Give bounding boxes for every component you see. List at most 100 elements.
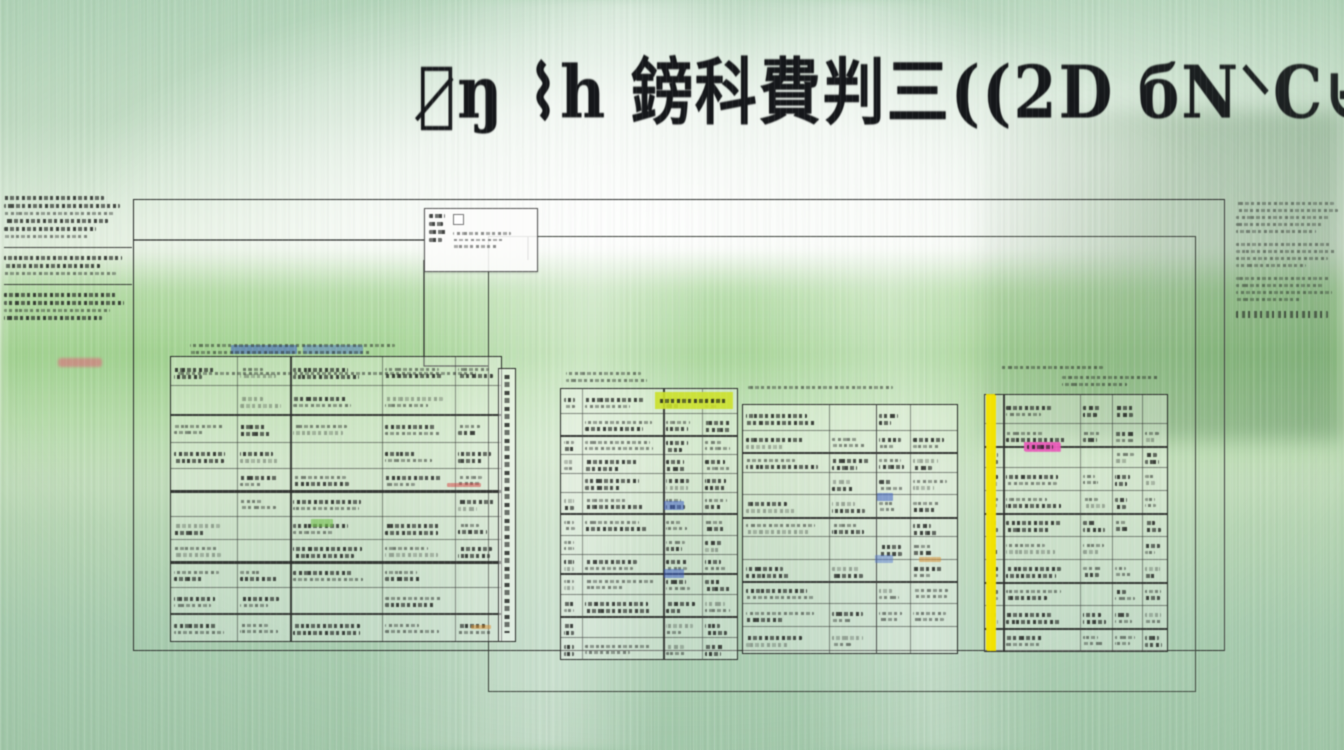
table-cell[interactable] <box>1006 636 1076 649</box>
table-cell[interactable] <box>666 479 699 493</box>
table-cell[interactable] <box>458 500 498 514</box>
table-cell[interactable] <box>705 541 734 555</box>
table-cell[interactable] <box>746 438 826 452</box>
table-cell[interactable] <box>385 571 452 584</box>
table-cell[interactable] <box>458 524 498 537</box>
table-cell[interactable] <box>385 624 452 636</box>
table-cell[interactable] <box>1006 544 1076 557</box>
table-cell[interactable] <box>879 502 907 514</box>
table-cell[interactable] <box>1145 475 1164 488</box>
table-cell[interactable] <box>1115 475 1138 489</box>
table-cell[interactable] <box>705 460 734 473</box>
table-cell[interactable] <box>705 624 734 638</box>
table-cell[interactable] <box>1115 636 1138 648</box>
table-cell[interactable] <box>174 425 234 437</box>
table-cell[interactable] <box>293 425 379 438</box>
table-cell[interactable] <box>705 602 734 615</box>
table-center-detail-table[interactable] <box>560 388 738 660</box>
table-cell[interactable] <box>1083 544 1110 557</box>
table-cell[interactable] <box>666 421 699 434</box>
table-cell[interactable] <box>174 524 234 538</box>
table-cell[interactable] <box>585 602 660 616</box>
table-cell[interactable] <box>705 645 734 659</box>
table-cell[interactable] <box>585 441 660 453</box>
table-cell[interactable] <box>564 624 579 638</box>
table-cell[interactable] <box>1115 432 1138 445</box>
table-cell[interactable] <box>240 476 287 489</box>
table-cell[interactable] <box>585 460 660 474</box>
table-cell[interactable] <box>458 452 498 466</box>
table-cell[interactable] <box>913 480 954 493</box>
table-cell[interactable] <box>913 524 954 538</box>
popup-checkbox[interactable] <box>453 214 464 225</box>
table-cell[interactable] <box>879 612 907 624</box>
table-cell[interactable] <box>913 589 954 601</box>
table-cell[interactable] <box>585 398 660 411</box>
table-cell[interactable] <box>240 597 287 610</box>
table-cell[interactable] <box>832 459 873 473</box>
table-cell[interactable] <box>705 521 734 534</box>
table-cell[interactable] <box>1115 498 1138 512</box>
table-cell[interactable] <box>240 425 287 439</box>
table-cell[interactable] <box>564 541 579 553</box>
table-cell[interactable] <box>174 452 234 466</box>
table-cell[interactable] <box>879 459 907 472</box>
table-cell[interactable] <box>1145 521 1164 535</box>
table-cell[interactable] <box>585 580 660 592</box>
table-cell[interactable] <box>705 580 734 594</box>
table-cell[interactable] <box>1145 590 1164 603</box>
table-cell[interactable] <box>705 499 734 512</box>
table-cell[interactable] <box>458 547 498 561</box>
table-cell[interactable] <box>293 500 379 513</box>
table-cell[interactable] <box>564 602 579 615</box>
table-cell[interactable] <box>705 441 734 453</box>
table-cell[interactable] <box>240 624 287 636</box>
table-cell[interactable] <box>1145 613 1164 626</box>
table-cell[interactable] <box>564 460 579 473</box>
table-cell[interactable] <box>879 438 907 451</box>
table-cell[interactable] <box>1083 636 1110 648</box>
table-cell[interactable] <box>1115 567 1138 579</box>
table-cell[interactable] <box>240 452 287 466</box>
table-cell[interactable] <box>385 397 452 410</box>
table-cell[interactable] <box>385 597 452 610</box>
table-cell[interactable] <box>832 502 873 516</box>
table-cell[interactable] <box>385 524 452 538</box>
table-cell[interactable] <box>174 571 234 584</box>
table-right-summary-table[interactable] <box>984 394 1168 652</box>
table-cell[interactable] <box>1145 432 1164 445</box>
table-cell[interactable] <box>240 397 287 411</box>
table-cell[interactable] <box>174 624 234 637</box>
table-cell[interactable] <box>1083 521 1110 535</box>
table-cell[interactable] <box>1115 521 1138 534</box>
table-cell[interactable] <box>666 645 699 658</box>
table-cell[interactable] <box>293 476 379 489</box>
table-cell[interactable] <box>832 524 873 537</box>
table-cell[interactable] <box>879 480 907 493</box>
table-cell[interactable] <box>585 521 660 534</box>
table-cell[interactable] <box>564 499 579 513</box>
table-cell[interactable] <box>746 636 826 650</box>
table-cell[interactable] <box>585 479 660 493</box>
table-cell[interactable] <box>293 624 379 638</box>
table-cell[interactable] <box>1083 613 1110 627</box>
table-cell[interactable] <box>1006 475 1076 488</box>
table-cell[interactable] <box>585 645 660 657</box>
table-cell[interactable] <box>879 414 907 428</box>
table-cell[interactable] <box>913 545 954 558</box>
table-cell[interactable] <box>564 398 579 411</box>
table-cell[interactable] <box>746 612 826 625</box>
table-cell[interactable] <box>1006 613 1076 627</box>
table-cell[interactable] <box>293 547 379 561</box>
table-cell[interactable] <box>832 636 873 649</box>
table-cell[interactable] <box>1083 432 1110 445</box>
table-cell[interactable] <box>1145 636 1164 650</box>
table-cell[interactable] <box>240 500 287 512</box>
table-cell[interactable] <box>1115 406 1138 420</box>
table-cell[interactable] <box>1145 544 1164 557</box>
table-cell[interactable] <box>1145 567 1164 581</box>
table-cell[interactable] <box>1083 567 1110 580</box>
table-cell[interactable] <box>832 612 873 625</box>
table-cell[interactable] <box>746 589 826 602</box>
table-cell[interactable] <box>705 560 734 573</box>
